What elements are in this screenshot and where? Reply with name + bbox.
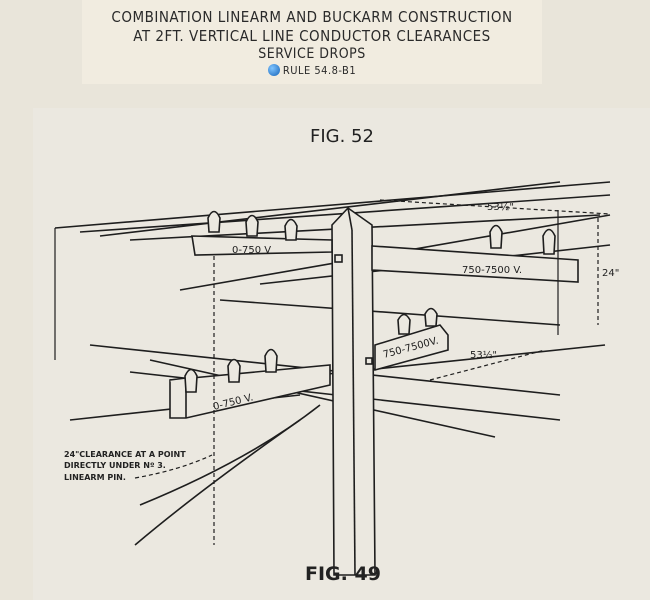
title-line-3: SERVICE DROPS xyxy=(258,46,366,62)
title-line-2: AT 2FT. VERTICAL LINE CONDUCTOR CLEARANC… xyxy=(133,27,491,45)
note-line-1: 24"CLEARANCE AT A POINT xyxy=(64,450,186,459)
rule-reference: RULE 54.8-B1 xyxy=(82,64,542,77)
figure-label: FIG. 49 xyxy=(305,563,381,585)
dimension-lines xyxy=(134,199,611,545)
rule-text: RULE 54.8-B1 xyxy=(282,64,357,77)
bullet-icon xyxy=(267,64,280,76)
lower-spacing-label: 53½" xyxy=(470,349,497,361)
buckarm xyxy=(169,324,449,419)
pole xyxy=(331,206,376,576)
upper-arm-right-label: 750-7500 V. xyxy=(462,265,522,276)
note-line-2: DIRECTLY UNDER Nº 3. xyxy=(64,461,166,470)
note-line-3: LINEARM PIN. xyxy=(64,473,126,482)
insulators xyxy=(184,210,556,393)
title-line-1: COMBINATION LINEARM AND BUCKARM CONSTRUC… xyxy=(111,8,513,26)
upper-arm-left-label: 0-750 V xyxy=(232,245,271,256)
upper-crossarm xyxy=(191,235,579,283)
title-block: COMBINATION LINEARM AND BUCKARM CONSTRUC… xyxy=(82,0,542,84)
background-fig-label: FIG. 52 xyxy=(310,126,374,147)
vertical-clearance-label: 24" xyxy=(602,268,619,279)
upper-spacing-label: 53½" xyxy=(487,201,514,213)
